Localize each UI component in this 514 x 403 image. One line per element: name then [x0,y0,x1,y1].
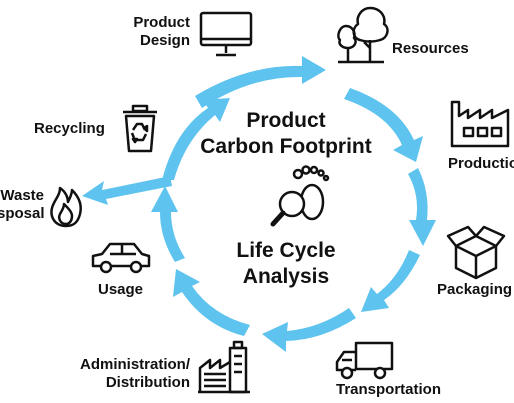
cycle-arrow-6 [173,269,250,336]
stage-label-production: Production [448,155,514,172]
cycle-arrow-8 [162,98,230,180]
center-title: Product Carbon Footprint [196,108,376,160]
fire-icon [50,186,82,228]
stage-label-usage: Usage [98,281,144,298]
cycle-arrow-4 [361,250,420,312]
cycle-arrow-5 [262,308,356,352]
center-title-line2: Carbon Footprint [200,135,372,158]
product-design-line1: Product [133,14,190,31]
product-design-line2: Design [139,32,190,49]
cycle-arrow-2 [344,88,423,162]
stage-label-product-design: Product Design [118,14,190,50]
cycle-arrow-1 [195,56,326,108]
truck-icon [335,341,394,380]
waste-branch-arrow [82,176,172,205]
stage-label-recycling: Recycling [34,120,105,137]
administration-line1: Administration/ [79,356,190,373]
center-subtitle: Life Cycle Analysis [206,238,366,290]
car-icon [91,242,151,274]
stage-label-resources: Resources [392,40,469,57]
stage-label-transportation: Transportation [336,381,442,398]
administration-line2: Distribution [105,374,190,391]
center-subtitle-line2: Analysis [242,265,330,288]
factory-icon [450,100,510,148]
recycle-bin-icon [123,104,157,153]
center-subtitle-line1: Life Cycle [236,239,336,262]
monitor-icon [199,11,253,57]
footprint-magnifier-icon [270,165,330,227]
cycle-arrow-3 [408,168,436,246]
trees-icon [337,6,389,64]
stage-label-administration-distribution: Administration/ Distribution [56,356,190,392]
waste-disposal-line1: Waste [0,187,44,204]
cycle-arrow-7 [151,186,185,262]
box-icon [446,225,506,280]
buildings-icon [198,340,250,394]
center-title-line1: Product [246,109,326,132]
waste-disposal-line2: Disposal [0,205,45,222]
stage-label-packaging: Packaging [437,281,513,298]
stage-label-waste-disposal: Waste Disposal [0,187,45,223]
